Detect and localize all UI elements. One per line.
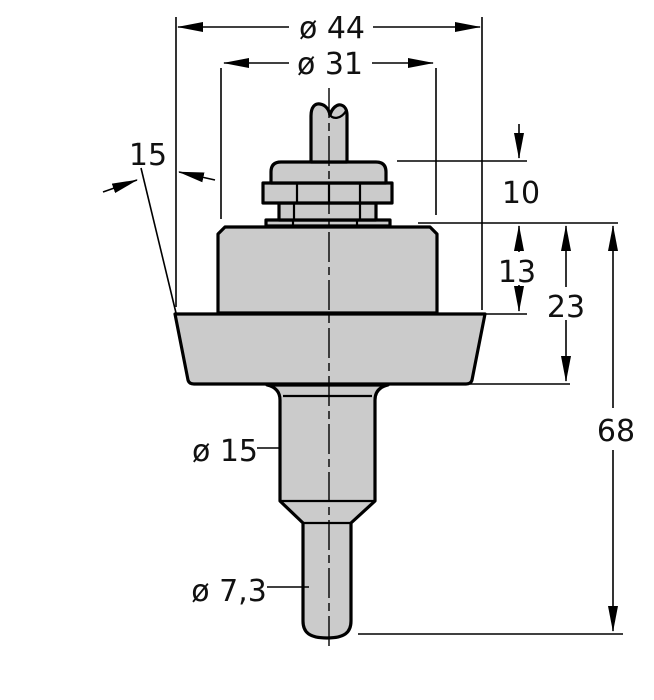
washer-lines <box>292 203 362 220</box>
dim-label-diameter-15: ø 15 <box>192 434 258 469</box>
dim-label-height-10: 10 <box>502 176 540 211</box>
taper-angle-arrow-left <box>102 179 138 194</box>
dimension-labels: ø 44 ø 31 15 10 13 23 68 ø 15 ø 7,3 <box>129 11 635 609</box>
taper-angle-arrow-right <box>178 171 216 183</box>
dim-label-taper-angle: 15 <box>129 138 167 173</box>
dim-label-height-68: 68 <box>597 414 635 449</box>
taper-angle-reference-line <box>140 167 177 314</box>
dimension-graphics <box>102 17 623 635</box>
hex-nut-shape <box>261 181 394 205</box>
flange-shape <box>173 312 487 386</box>
dim-label-diameter-44: ø 44 <box>299 11 365 46</box>
shaft-shape <box>265 383 390 640</box>
dim-label-height-23: 23 <box>547 290 585 325</box>
body-shape <box>216 225 439 315</box>
part-silhouette <box>173 102 487 640</box>
dim-label-height-13: 13 <box>498 255 536 290</box>
cable-break-curve <box>328 110 347 119</box>
dim-label-diameter-31: ø 31 <box>297 47 363 82</box>
dim-label-diameter-7-3: ø 7,3 <box>191 574 267 609</box>
